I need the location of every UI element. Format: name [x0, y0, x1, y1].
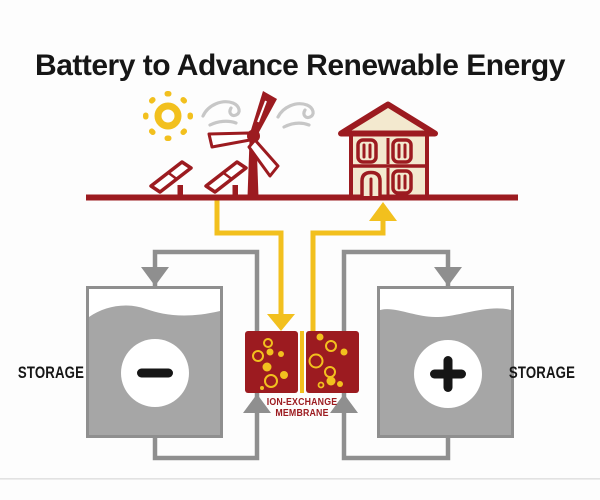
membrane-cell: [245, 331, 359, 393]
up-arrow-icon: [369, 202, 397, 221]
discharge-flow-path: [310, 202, 397, 332]
left-storage-tank: [86, 286, 223, 438]
membrane-divider: [300, 331, 304, 393]
right-storage-label: STORAGE: [508, 364, 576, 382]
membrane-label-line2: MEMBRANE: [275, 408, 329, 419]
ground-line: [86, 194, 518, 201]
plus-icon: [430, 356, 466, 392]
window-icon: [391, 169, 413, 195]
left-storage-label: STORAGE: [17, 364, 85, 382]
gray-triangle-arrow-icon: [434, 267, 462, 286]
minus-icon: [137, 368, 173, 378]
membrane-label-line1: ION-EXCHANGE: [266, 397, 338, 408]
solar-panel-icon: [149, 160, 248, 197]
down-arrow-icon: [267, 314, 295, 331]
bottom-divider: [0, 478, 600, 480]
sun-icon: [143, 91, 193, 141]
door-icon: [360, 170, 382, 197]
window-icon: [391, 138, 413, 164]
ion-dots-right: [308, 333, 348, 389]
gray-triangle-arrow-icon: [330, 394, 358, 413]
gray-triangle-arrow-icon: [141, 267, 169, 286]
gray-triangle-arrow-icon: [243, 394, 271, 413]
house-icon: [338, 101, 438, 199]
page-title: Battery to Advance Renewable Energy: [35, 49, 565, 82]
membrane-label: ION-EXCHANGE MEMBRANE: [240, 397, 363, 419]
right-storage-tank: [377, 286, 514, 438]
wind-turbine-icon: [207, 91, 280, 197]
window-icon: [356, 138, 378, 164]
ion-dots-left: [252, 338, 288, 390]
wind-gust-icon: [201, 100, 315, 129]
charge-flow-path: [214, 199, 295, 331]
